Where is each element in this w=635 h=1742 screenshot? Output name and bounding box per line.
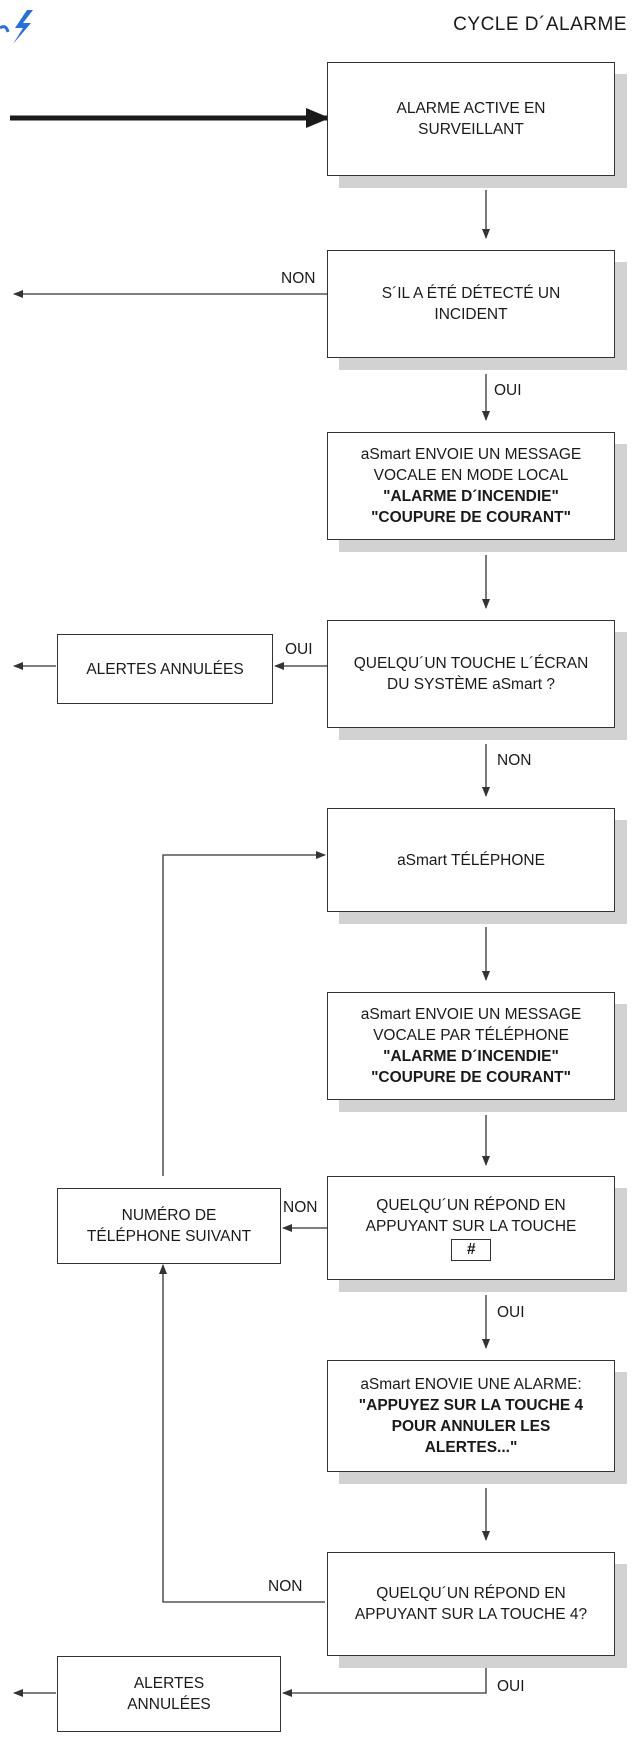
label-oui-detect: OUI [494, 382, 522, 399]
label-oui-hash: OUI [497, 1304, 525, 1321]
label-oui-touch: OUI [285, 641, 313, 658]
box-incident-detected: S´IL A ÉTÉ DÉTECTÉ UN INCIDENT [327, 250, 615, 358]
box-phone-voice-message: aSmart ENVOIE UN MESSAGE VOCALE PAR TÉLÉ… [327, 992, 615, 1100]
label-non-4: NON [268, 1578, 303, 1595]
box-answer-hash-question: QUELQU´UN RÉPOND EN APPUYANT SUR LA TOUC… [327, 1176, 615, 1280]
box-alerts-cancelled-2: ALERTES ANNULÉES [57, 1656, 281, 1732]
label-non-hash: NON [283, 1199, 318, 1216]
box-touch-screen-question: QUELQU´UN TOUCHE L´ÉCRAN DU SYSTÈME aSma… [327, 620, 615, 728]
box-answer-4-question: QUELQU´UN RÉPOND EN APPUYANT SUR LA TOUC… [327, 1552, 615, 1656]
label-non-detect: NON [281, 270, 316, 287]
box-alerts-cancelled-1: ALERTES ANNULÉES [57, 634, 273, 704]
box-alarm-message: aSmart ENOVIE UNE ALARME: "APPUYEZ SUR L… [327, 1360, 615, 1472]
box-alarm-active: ALARME ACTIVE EN SURVEILLANT [327, 62, 615, 176]
box-phone: aSmart TÉLÉPHONE [327, 808, 615, 912]
box-next-phone-number: NUMÉRO DE TÉLÉPHONE SUIVANT [57, 1188, 281, 1264]
label-oui-4: OUI [497, 1678, 525, 1695]
page-title: CYCLE D´ALARME [453, 14, 627, 35]
box-local-voice-message: aSmart ENVOIE UN MESSAGE VOCALE EN MODE … [327, 432, 615, 540]
lightning-bolt-icon [0, 10, 33, 44]
label-non-touch: NON [497, 752, 532, 769]
hash-key: # [451, 1239, 491, 1261]
